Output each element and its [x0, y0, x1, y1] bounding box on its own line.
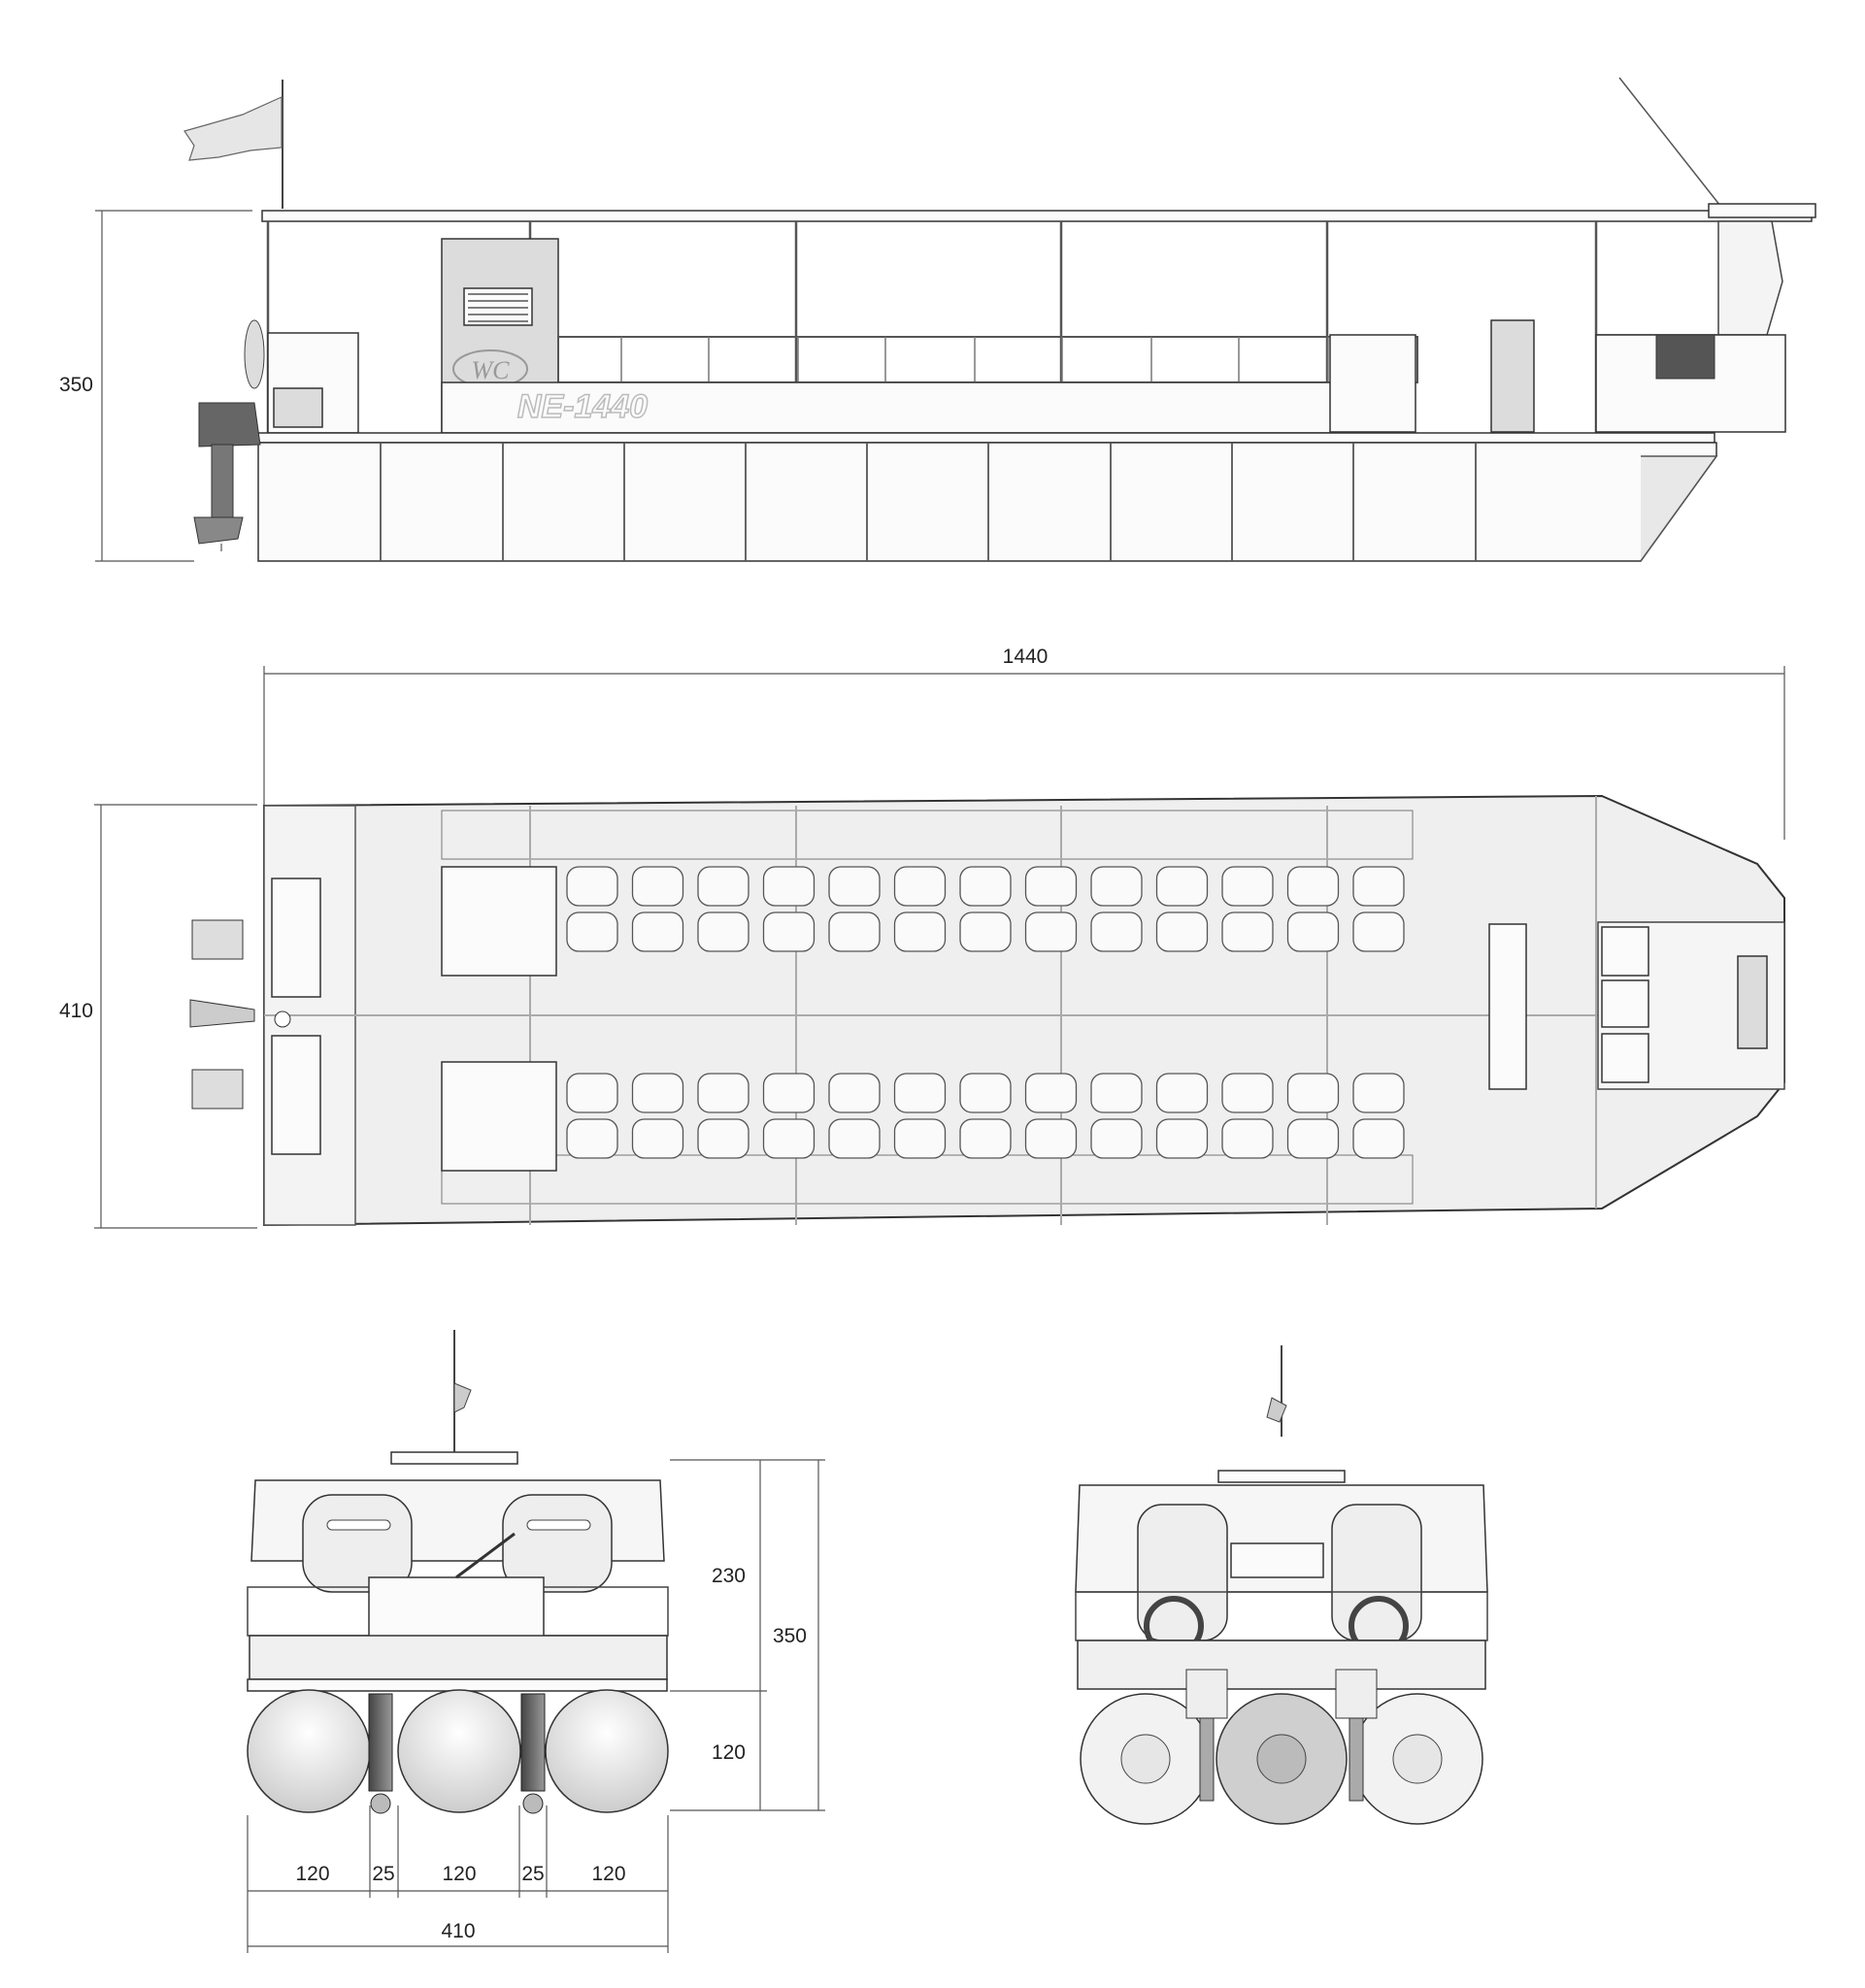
- passenger-seat: [631, 1118, 684, 1159]
- outboard-motor-icon: [368, 1693, 546, 1814]
- dimension-front-widths: 120 25 120 25 120 410: [247, 1806, 669, 1953]
- passenger-seat: [959, 1118, 1012, 1159]
- dimension-front-heights: 230 350 120: [670, 1459, 825, 1811]
- passenger-seat: [1090, 1073, 1143, 1113]
- svg-text:350: 350: [773, 1625, 807, 1647]
- passenger-seat: [1090, 1118, 1143, 1159]
- passenger-seat: [697, 1073, 749, 1113]
- passenger-seat: [697, 911, 749, 952]
- passenger-seat: [959, 911, 1012, 952]
- seat-grid: [566, 866, 1405, 1159]
- passenger-seat: [566, 1073, 618, 1113]
- passenger-seat: [1286, 1073, 1340, 1113]
- passenger-seat: [762, 1073, 816, 1113]
- svg-text:120: 120: [712, 1741, 746, 1764]
- passenger-seat: [1352, 1118, 1405, 1159]
- passenger-seat: [893, 1073, 947, 1113]
- passenger-seat: [762, 866, 816, 907]
- svg-text:25: 25: [521, 1863, 544, 1885]
- passenger-seat: [566, 866, 618, 907]
- passenger-seat: [566, 911, 618, 952]
- wc-sign: WC: [472, 356, 511, 384]
- passenger-seat: [631, 911, 684, 952]
- front-view: 230 350 120 120 25 120 25 120 410: [247, 1330, 825, 1953]
- passenger-seat: [828, 911, 881, 952]
- svg-text:120: 120: [295, 1863, 329, 1885]
- passenger-seat: [762, 911, 816, 952]
- passenger-seat: [697, 1118, 749, 1159]
- passenger-seat: [697, 866, 749, 907]
- svg-text:25: 25: [372, 1863, 394, 1885]
- passenger-seat: [1155, 866, 1209, 907]
- dimension-overall-width: 410: [59, 804, 257, 1229]
- svg-text:120: 120: [442, 1863, 476, 1885]
- passenger-seat: [1024, 866, 1078, 907]
- passenger-seat: [1286, 866, 1340, 907]
- dimension-side-height: 350: [59, 210, 252, 562]
- flag-icon: [183, 80, 283, 209]
- passenger-seat: [828, 1118, 881, 1159]
- passenger-seat: [762, 1118, 816, 1159]
- passenger-seat: [1221, 866, 1274, 907]
- passenger-seat: [1221, 911, 1274, 952]
- svg-text:120: 120: [591, 1863, 625, 1885]
- passenger-seat: [1090, 866, 1143, 907]
- passenger-seat: [1024, 911, 1078, 952]
- passenger-seat: [893, 1118, 947, 1159]
- passenger-seat: [1090, 911, 1143, 952]
- svg-text:230: 230: [712, 1565, 746, 1587]
- dimension-overall-length: 1440: [263, 646, 1785, 840]
- passenger-seat: [1286, 911, 1340, 952]
- passenger-seat: [959, 1073, 1012, 1113]
- passenger-seat: [893, 866, 947, 907]
- passenger-seat: [1024, 1118, 1078, 1159]
- outboard-motor-icon: [189, 919, 291, 1110]
- side-view: WC NE-1440: [59, 77, 1816, 562]
- svg-text:410: 410: [59, 1000, 93, 1022]
- passenger-seat: [631, 866, 684, 907]
- rear-view: [1075, 1345, 1488, 1825]
- passenger-seat: [959, 866, 1012, 907]
- passenger-seat: [893, 911, 947, 952]
- passenger-seat: [1352, 911, 1405, 952]
- passenger-seat: [1155, 1073, 1209, 1113]
- svg-text:350: 350: [59, 374, 93, 396]
- svg-text:410: 410: [441, 1920, 475, 1942]
- hull-marking: NE-1440: [517, 388, 648, 425]
- top-view: 1440 410: [59, 646, 1785, 1229]
- passenger-seat: [631, 1073, 684, 1113]
- outboard-motor-icon: [1185, 1669, 1378, 1802]
- passenger-seat: [1352, 1073, 1405, 1113]
- passenger-seat: [566, 1118, 618, 1159]
- passenger-seat: [1024, 1073, 1078, 1113]
- svg-text:1440: 1440: [1003, 646, 1049, 668]
- passenger-seat: [1221, 1118, 1274, 1159]
- passenger-seat: [1221, 1073, 1274, 1113]
- passenger-seat: [1286, 1118, 1340, 1159]
- passenger-seat: [1352, 866, 1405, 907]
- passenger-seat: [1155, 1118, 1209, 1159]
- passenger-seat: [828, 1073, 881, 1113]
- outboard-motor-icon: [193, 402, 261, 551]
- passenger-seat: [1155, 911, 1209, 952]
- passenger-seat: [828, 866, 881, 907]
